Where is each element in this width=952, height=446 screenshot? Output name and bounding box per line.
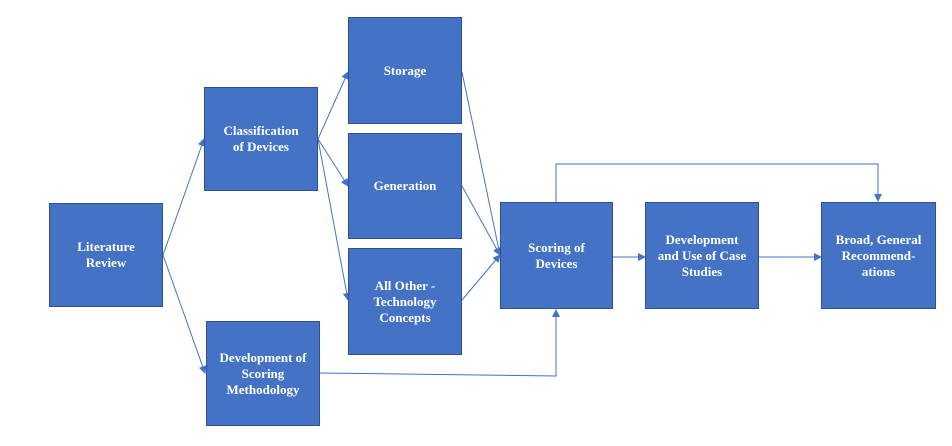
scoring-of-devices-box: Scoring of Devices: [500, 202, 613, 309]
development-use-case-studies-box: Development and Use of Case Studies: [645, 202, 759, 309]
arrow-classification-to-generation: [317, 138, 349, 187]
literature-review-box: Literature Review: [49, 203, 163, 307]
arrow-storage-to-scoring: [461, 71, 503, 256]
arrow-literature-to-methodology: [162, 254, 207, 374]
classification-of-devices-box: Classification of Devices: [204, 87, 318, 191]
generation-box: Generation: [348, 133, 462, 239]
arrow-classification-to-storage: [317, 71, 349, 140]
arrow-literature-to-classification: [162, 138, 206, 256]
arrow-all-other-to-scoring: [461, 254, 501, 301]
broad-general-recommendations-box: Broad, General Recommend- ations: [821, 202, 936, 309]
arrow-scoring-to-recommendations: [555, 163, 882, 202]
scoring-methodology-box: Development of Scoring Methodology: [206, 321, 320, 426]
arrow-generation-to-scoring: [461, 185, 501, 256]
arrow-classification-to-all-other: [317, 138, 351, 301]
storage-box: Storage: [348, 17, 462, 124]
all-other-technology-concepts-box: All Other - Technology Concepts: [348, 248, 462, 355]
